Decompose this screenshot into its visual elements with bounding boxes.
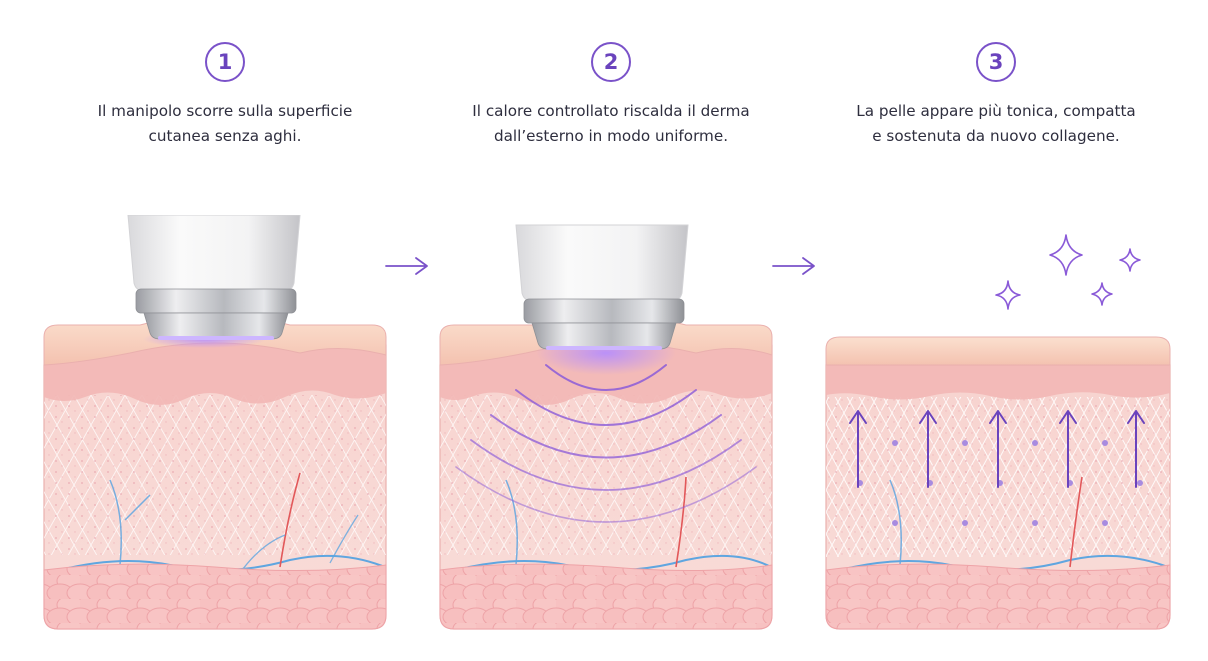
collagen-nodes	[857, 440, 1143, 526]
arrow-right-icon	[385, 257, 428, 275]
arrow-right-icon	[772, 257, 815, 275]
step-1-header: 1 Il manipolo scorre sulla superficie cu…	[60, 42, 390, 149]
skin-cross-section	[439, 314, 773, 630]
skin-panel-2	[439, 224, 773, 630]
up-arrow-icon	[849, 410, 1145, 488]
step-2-caption: Il calore controllato riscalda il derma …	[472, 102, 750, 145]
step-3-number: 3	[976, 42, 1016, 82]
step-3-caption: La pelle appare più tonica, compatta e s…	[856, 102, 1136, 145]
handpiece-device	[127, 215, 301, 340]
step-2-header: 2 Il calore controllato riscalda il derm…	[446, 42, 776, 149]
skin-panel-1	[43, 215, 387, 630]
step-1-caption: Il manipolo scorre sulla superficie cuta…	[97, 102, 353, 145]
step-2-number: 2	[591, 42, 631, 82]
step-1-number: 1	[205, 42, 245, 82]
sparkle-icon	[995, 234, 1141, 310]
heat-waves	[455, 364, 757, 523]
skin-cross-section	[43, 314, 387, 630]
handpiece-device	[515, 224, 689, 350]
step-3-header: 3 La pelle appare più tonica, compatta e…	[831, 42, 1161, 149]
skin-panel-3	[825, 234, 1171, 630]
